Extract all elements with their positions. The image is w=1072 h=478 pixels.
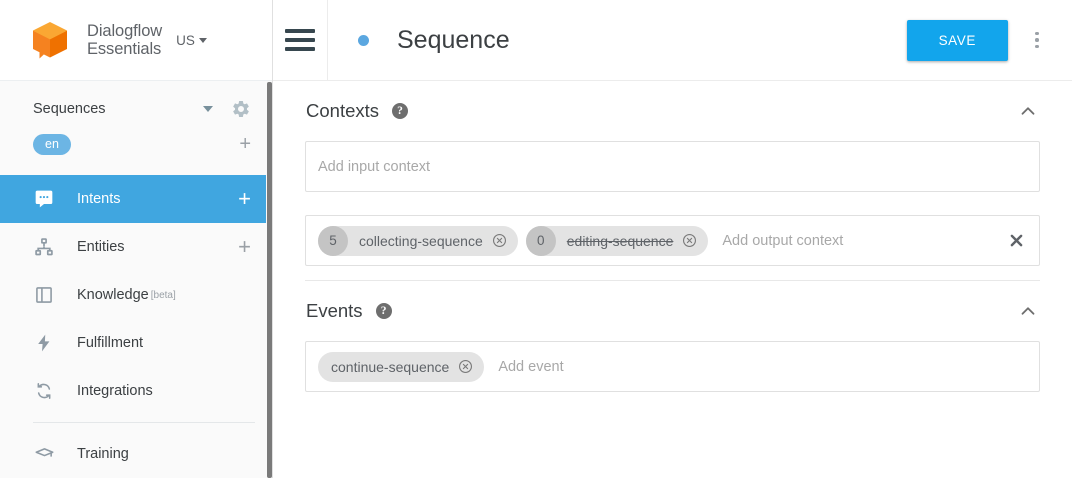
sidebar-item-label: Integrations: [77, 383, 153, 399]
sidebar-item-entities[interactable]: Entities +: [0, 223, 273, 271]
output-context-chips: 5 collecting-sequence 0 editi: [318, 225, 716, 256]
beta-badge: [beta]: [150, 289, 176, 301]
close-icon[interactable]: [492, 233, 507, 248]
chevron-up-icon[interactable]: [1017, 100, 1039, 122]
sidebar-item-label: Entities: [77, 239, 125, 255]
events-header: Events ?: [305, 281, 1040, 341]
add-language-button[interactable]: +: [239, 133, 251, 155]
sidebar-item-knowledge[interactable]: Knowledge [beta]: [0, 271, 273, 319]
brand-header: Dialogflow Essentials US: [0, 0, 273, 81]
region-selector[interactable]: US: [176, 33, 207, 48]
region-label: US: [176, 32, 195, 48]
section-title: Contexts: [306, 100, 380, 121]
agent-name: Sequences: [33, 101, 106, 117]
input-context-placeholder: Add input context: [318, 158, 431, 175]
context-chip[interactable]: 5 collecting-sequence: [318, 225, 518, 256]
contexts-header: Contexts ?: [305, 81, 1040, 141]
event-placeholder: Add event: [498, 358, 564, 375]
knowledge-icon: [33, 284, 55, 306]
chip-lifespan-count: 0: [525, 225, 556, 256]
page-title: Sequence: [397, 25, 510, 54]
more-options-icon[interactable]: [1020, 20, 1054, 60]
clear-all-contexts-icon[interactable]: [1008, 232, 1025, 249]
sidebar-item-label: Intents: [77, 191, 121, 207]
sidebar-item-label: Training: [77, 446, 129, 462]
sidebar-nav: Intents + Entities +: [0, 175, 273, 478]
dialogflow-logo-icon: [27, 17, 73, 63]
sidebar-item-intents[interactable]: Intents +: [0, 175, 273, 223]
add-entity-button[interactable]: +: [238, 234, 251, 259]
sidebar-item-label: Knowledge: [77, 287, 149, 303]
chevron-down-icon: [198, 37, 207, 43]
sidebar-divider: [33, 422, 255, 423]
context-chip[interactable]: 0 editing-sequence: [525, 225, 709, 256]
brand-title-line1: Dialogflow: [87, 21, 163, 40]
brand-title: Dialogflow Essentials: [87, 22, 162, 59]
chip-label: collecting-sequence: [359, 232, 483, 249]
output-context-placeholder: Add output context: [722, 232, 844, 249]
top-bar: Sequence SAVE: [273, 0, 1072, 81]
help-icon[interactable]: ?: [375, 303, 392, 319]
sidebar-item-label: Fulfillment: [77, 335, 144, 351]
chip-lifespan-count: 5: [318, 225, 348, 256]
sidebar: Dialogflow Essentials US Sequences en +: [0, 0, 273, 478]
status-dot-icon: [358, 34, 369, 46]
entities-icon: [33, 236, 55, 258]
events-field[interactable]: continue-sequence Add event: [305, 341, 1040, 392]
agent-selector-row[interactable]: Sequences: [0, 91, 273, 127]
gear-icon[interactable]: [231, 99, 251, 119]
chevron-up-icon[interactable]: [1017, 300, 1039, 322]
sidebar-item-training[interactable]: Training: [0, 430, 273, 478]
section-divider: [305, 280, 1040, 281]
events-section: Events ? continue-sequence: [305, 281, 1040, 392]
main-panel: Sequence SAVE Contexts ?: [273, 0, 1072, 478]
divider: [327, 0, 328, 81]
language-chip-en[interactable]: en: [33, 133, 71, 155]
sidebar-scrollbar-thumb[interactable]: [267, 82, 272, 478]
content-area: Contexts ? Add input context: [273, 81, 1072, 392]
chip-label: editing-sequence: [566, 232, 674, 249]
event-chips: continue-sequence: [318, 351, 492, 382]
fulfillment-icon: [33, 332, 55, 354]
training-icon: [33, 443, 55, 465]
brand-title-line2: Essentials: [87, 40, 162, 58]
event-chip[interactable]: continue-sequence: [318, 351, 485, 382]
hamburger-menu-icon[interactable]: [273, 29, 327, 51]
section-title: Events: [306, 300, 363, 321]
input-context-field[interactable]: Add input context: [305, 141, 1040, 192]
close-icon[interactable]: [682, 233, 697, 248]
integrations-icon: [33, 380, 55, 402]
spacer: [305, 192, 1040, 215]
language-row: en +: [0, 127, 273, 161]
chip-label: continue-sequence: [331, 358, 450, 375]
help-icon[interactable]: ?: [392, 103, 409, 119]
chevron-down-icon[interactable]: [203, 106, 213, 112]
sidebar-item-integrations[interactable]: Integrations: [0, 367, 273, 415]
sidebar-item-fulfillment[interactable]: Fulfillment: [0, 319, 273, 367]
add-intent-button[interactable]: +: [238, 186, 251, 211]
intents-icon: [33, 188, 55, 210]
save-button[interactable]: SAVE: [906, 19, 1008, 61]
contexts-section: Contexts ? Add input context: [305, 81, 1040, 266]
sidebar-edge: [272, 0, 273, 478]
close-icon[interactable]: [458, 359, 473, 374]
output-context-field[interactable]: 5 collecting-sequence 0 editi: [305, 215, 1040, 266]
